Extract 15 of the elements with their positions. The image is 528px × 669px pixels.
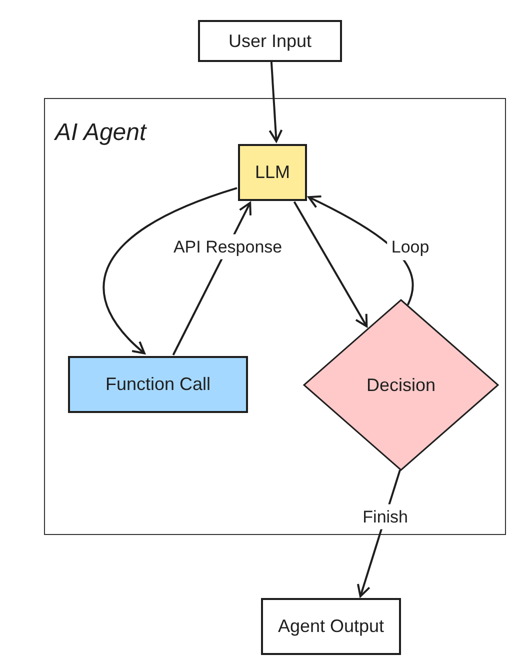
group-heading: AI Agent bbox=[55, 118, 146, 148]
arrow bbox=[293, 201, 368, 328]
arrow bbox=[102, 187, 238, 354]
node-label: User Input bbox=[228, 30, 312, 53]
process-box bbox=[198, 20, 342, 62]
decision-diamond bbox=[303, 299, 499, 471]
arrow bbox=[268, 62, 283, 142]
node-label: LLM bbox=[254, 161, 290, 184]
process-box bbox=[261, 598, 401, 655]
group-frame bbox=[44, 98, 506, 535]
node-label: Function Call bbox=[105, 373, 211, 396]
node-label: Decision bbox=[366, 374, 436, 396]
process-box bbox=[238, 144, 307, 201]
node-label: Agent Output bbox=[278, 615, 384, 638]
process-box bbox=[68, 356, 248, 413]
